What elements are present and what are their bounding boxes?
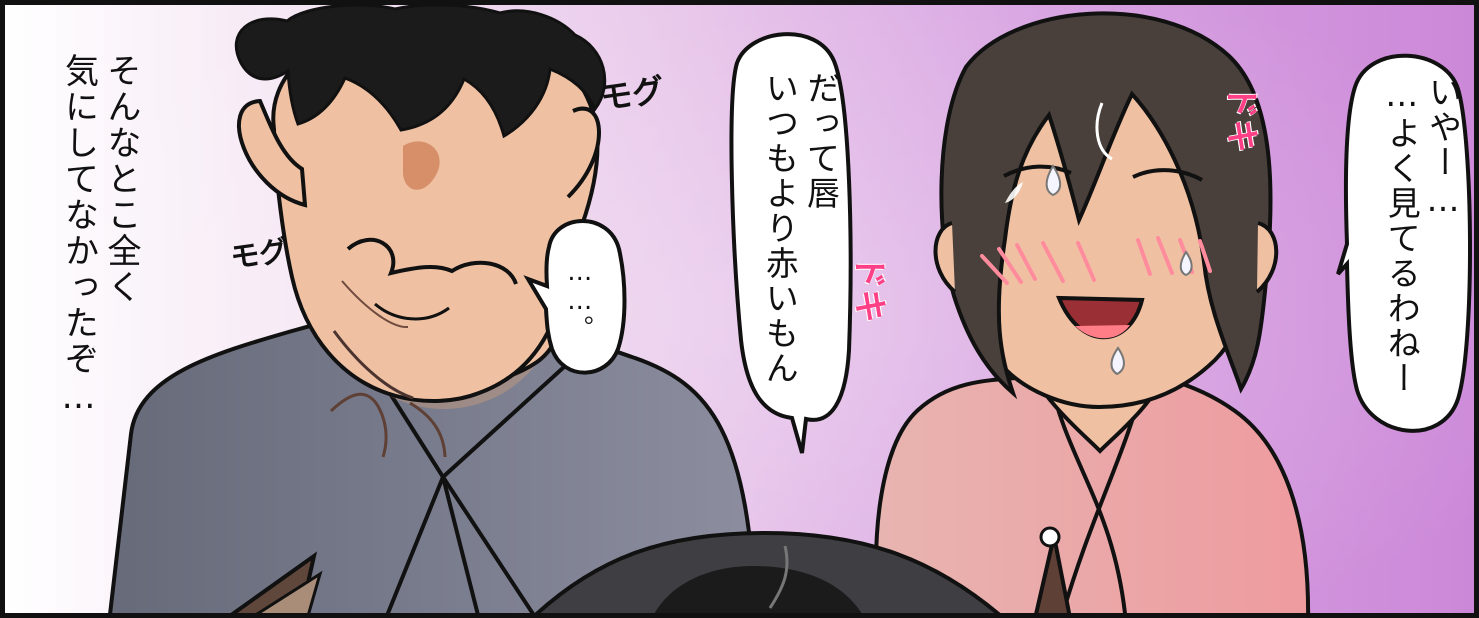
narration-text: そんなとこ全く 気にしてなかったぞ… — [58, 53, 142, 419]
sfx-mogu-bottom: モグ — [228, 235, 291, 275]
speech-bubble-text-2: ……。 — [565, 257, 595, 340]
sfx-doki-bottom: ドキ — [850, 255, 888, 323]
speech-bubble-text-1: だって唇 いつもより赤いもん — [760, 71, 841, 386]
foreground-head-icon — [534, 530, 1001, 613]
panel-artwork — [5, 5, 1474, 613]
speech-bubble-icon — [523, 32, 1472, 454]
sfx-mogu-top: モグ — [598, 71, 667, 117]
speech-bubble-text-3: いやー… …よく見てるわねー — [1382, 75, 1463, 396]
woman-character-icon — [873, 11, 1311, 613]
man-character-icon — [108, 5, 758, 613]
sfx-doki-top: ドキ — [1222, 85, 1260, 153]
